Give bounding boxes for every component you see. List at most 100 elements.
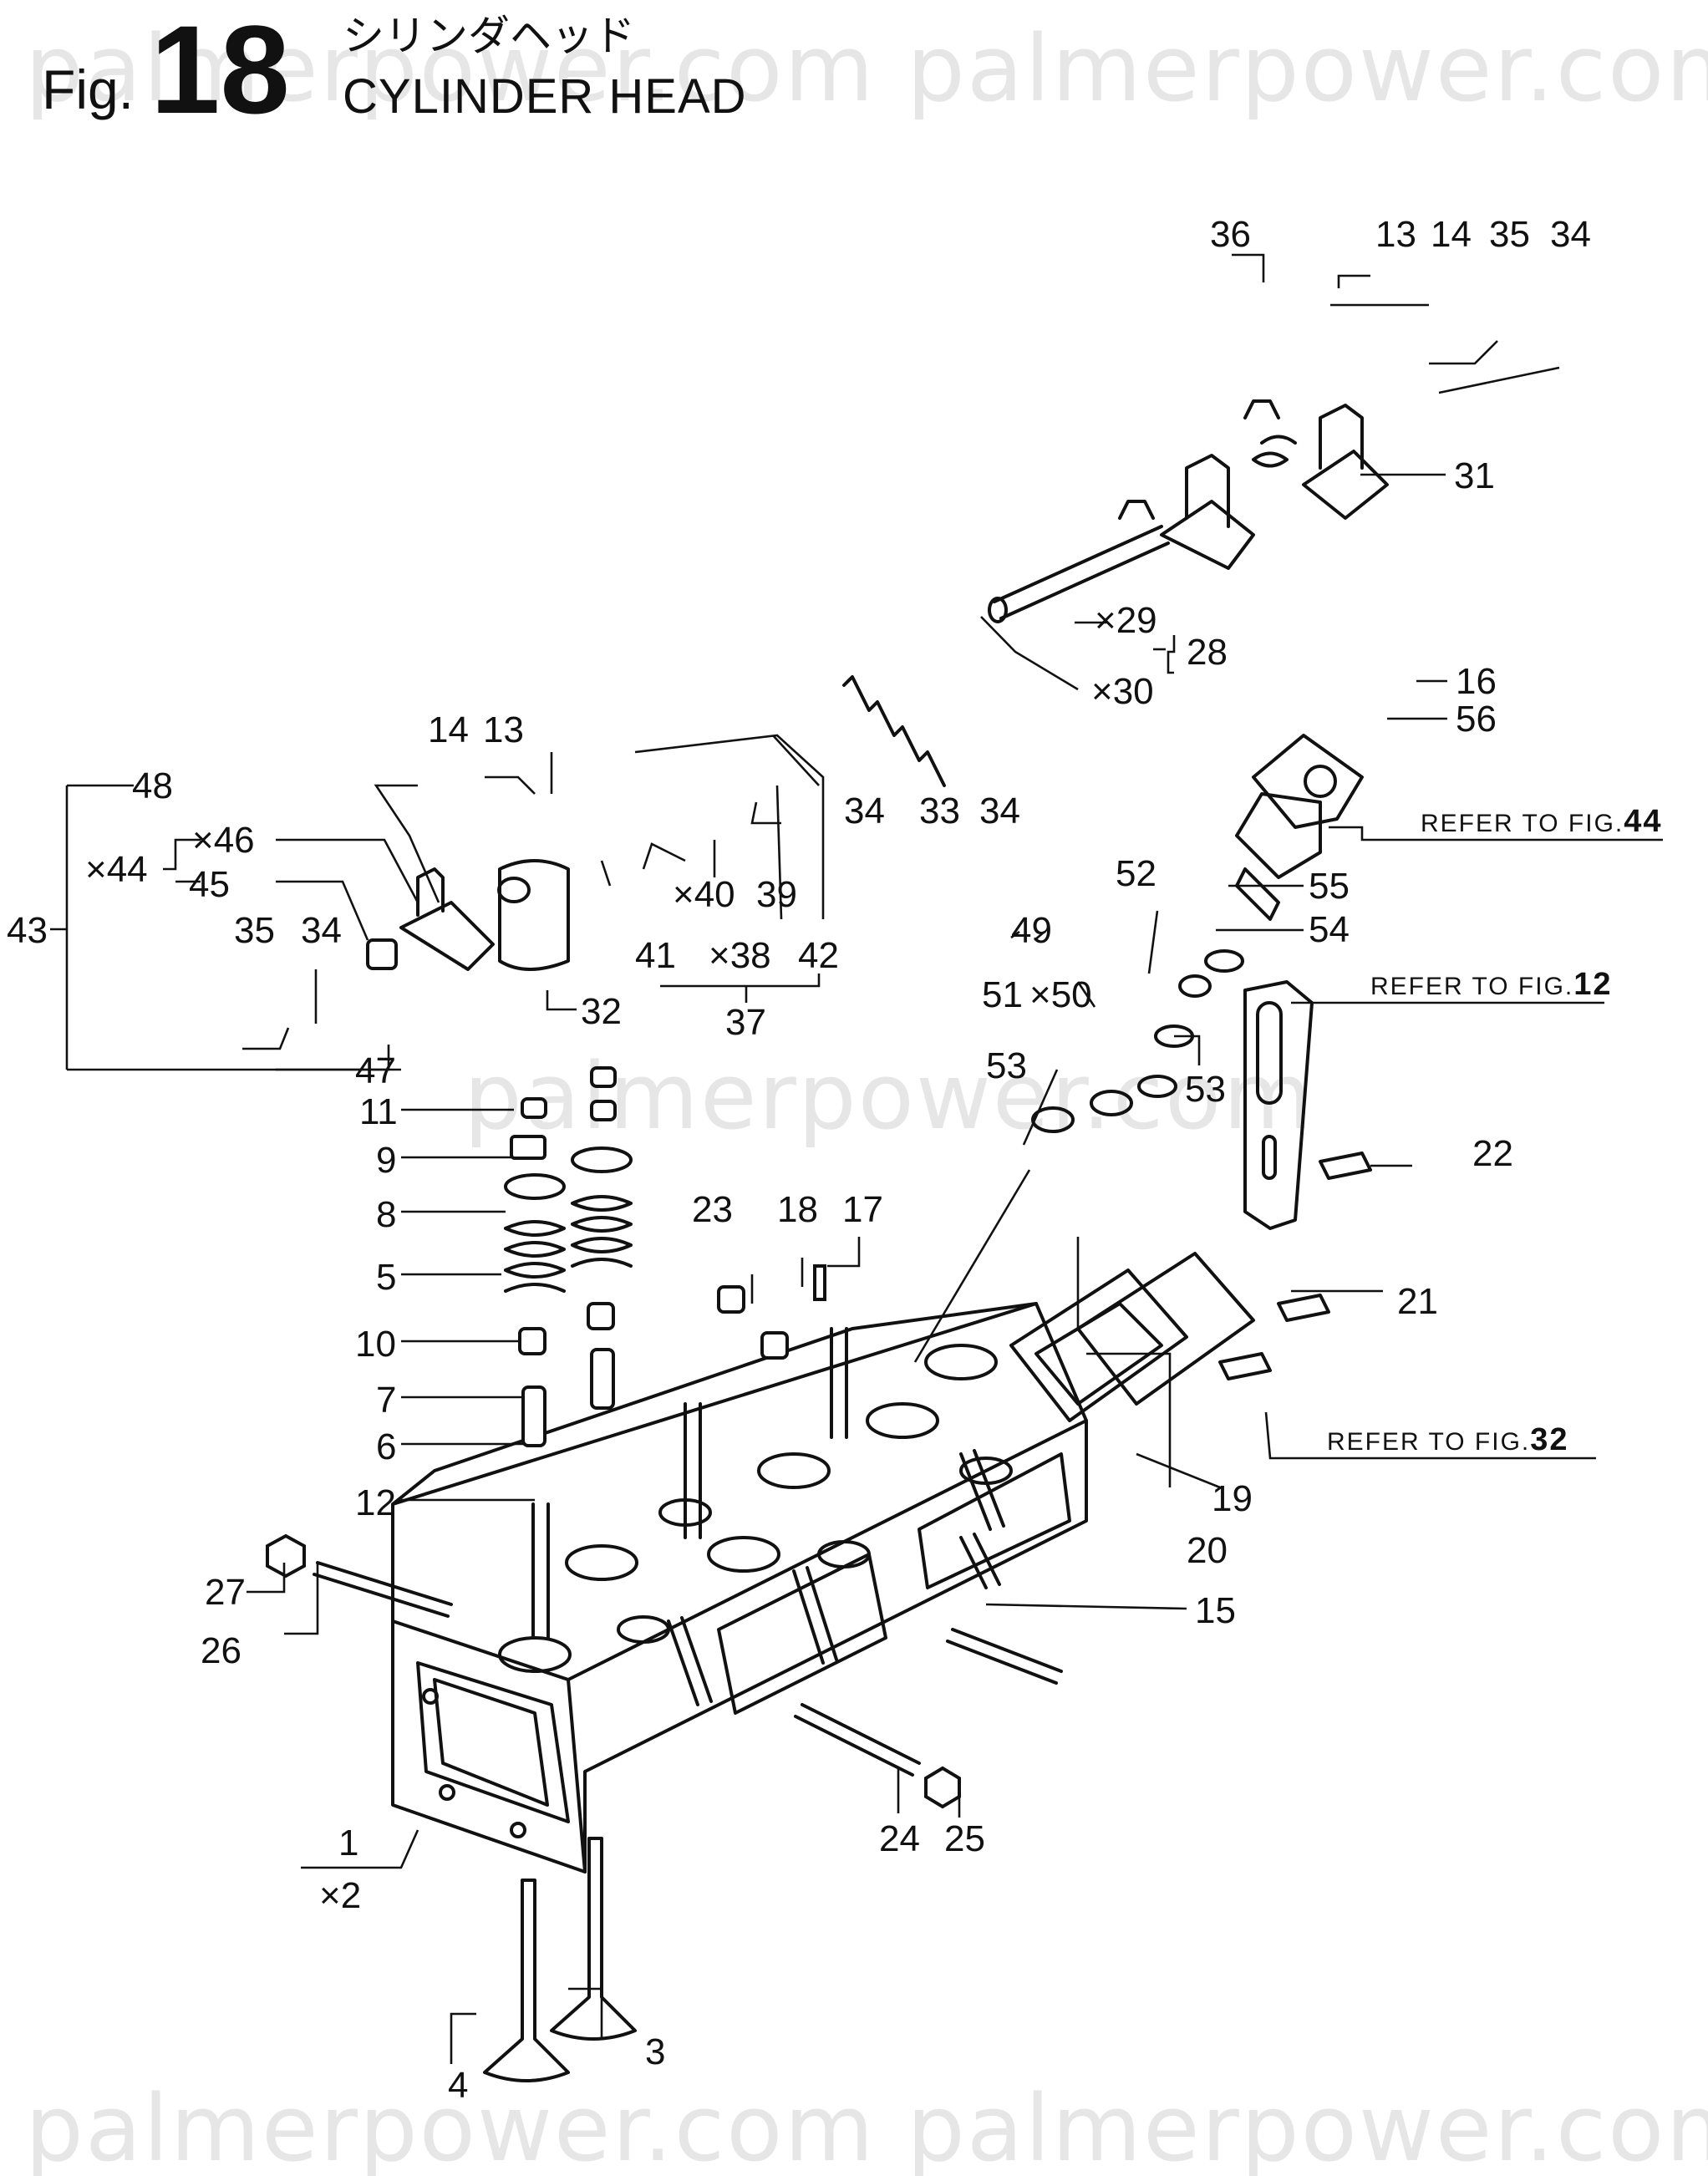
- callout-47: 47: [355, 1050, 396, 1091]
- callout-10: 10: [355, 1324, 396, 1365]
- callout-53a: 53: [986, 1045, 1027, 1086]
- watermark-top-right: palmerpower.com: [907, 15, 1708, 122]
- callout-35a: 35: [1489, 214, 1530, 255]
- refer-fig32-label: REFER TO FIG.: [1327, 1428, 1530, 1456]
- figure-title-jp: シリンダヘッド: [343, 12, 635, 60]
- callout-23: 23: [692, 1189, 733, 1230]
- callout-42: 42: [798, 935, 839, 976]
- callout-18: 18: [777, 1189, 818, 1230]
- callout-2: ×2: [319, 1875, 361, 1916]
- callout-56: 56: [1456, 699, 1497, 740]
- callout-35b: 35: [234, 910, 275, 951]
- callout-31: 31: [1454, 455, 1495, 496]
- watermark-bottom-left: palmerpower.com: [25, 2075, 876, 2176]
- callout-24: 24: [879, 1818, 920, 1859]
- callout-26: 26: [201, 1630, 241, 1671]
- callout-46: ×46: [192, 820, 255, 861]
- callout-1: 1: [338, 1823, 358, 1863]
- callout-5: 5: [376, 1257, 396, 1298]
- callouts: 36 13 14 35 34 31 ×29 28 ×30 16 56 34 33…: [7, 214, 1591, 2106]
- callout-6: 6: [376, 1426, 396, 1467]
- figure-number: 18: [150, 0, 290, 140]
- callout-40: ×40: [673, 874, 735, 915]
- cylinder-head-body: [391, 1302, 1088, 1873]
- callout-41: 41: [635, 935, 676, 976]
- callout-29: ×29: [1095, 600, 1157, 641]
- callout-34b: 34: [844, 791, 885, 831]
- watermarks: palmerpower.com palmerpower.com palmerpo…: [25, 15, 1708, 2176]
- callout-50: ×50: [1029, 974, 1092, 1015]
- callout-38: ×38: [709, 935, 771, 976]
- refer-fig44-num: 44: [1624, 804, 1662, 839]
- refer-fig32: REFER TO FIG.32: [1327, 1422, 1569, 1457]
- callout-17: 17: [842, 1189, 883, 1230]
- callout-13b: 13: [483, 709, 524, 750]
- long-stud-24: [794, 1628, 1063, 1809]
- callout-15: 15: [1195, 1590, 1236, 1631]
- callout-4: 4: [448, 2065, 468, 2106]
- callout-9: 9: [376, 1140, 396, 1181]
- callout-3: 3: [645, 2031, 665, 2072]
- callout-45: 45: [189, 864, 230, 905]
- callout-7: 7: [376, 1380, 396, 1421]
- callout-51: 51: [982, 974, 1023, 1015]
- injector-assembly: [1031, 734, 1364, 1133]
- callout-54: 54: [1309, 909, 1350, 950]
- callout-21: 21: [1397, 1281, 1438, 1322]
- callout-34a: 34: [1550, 214, 1591, 255]
- callout-19: 19: [1212, 1478, 1253, 1519]
- callout-34c: 34: [979, 791, 1020, 831]
- figure-title: Fig. 18 シリンダヘッド CYLINDER HEAD: [42, 0, 747, 140]
- callout-53b: 53: [1185, 1069, 1226, 1110]
- refer-fig12-label: REFER TO FIG.: [1370, 973, 1573, 1000]
- callout-12: 12: [355, 1482, 396, 1523]
- small-parts: [717, 1264, 826, 1360]
- callout-32: 32: [581, 991, 622, 1032]
- callout-27: 27: [205, 1572, 246, 1613]
- callout-52: 52: [1116, 853, 1156, 894]
- leader-lines: [50, 253, 1663, 2064]
- callout-34d: 34: [301, 910, 342, 951]
- callout-55: 55: [1309, 866, 1350, 907]
- valve-spring-stacks: [504, 1066, 633, 1447]
- callout-49: 49: [1011, 910, 1052, 951]
- callout-11: 11: [359, 1091, 398, 1132]
- callout-44: ×44: [85, 849, 148, 890]
- rocker-shaft-assembly: [988, 399, 1389, 623]
- reference-notes: REFER TO FIG.44 REFER TO FIG.12 REFER TO…: [1327, 804, 1663, 1457]
- callout-14b: 14: [428, 709, 469, 750]
- callout-37: 37: [725, 1002, 766, 1043]
- callout-48: 48: [132, 765, 173, 806]
- callout-20: 20: [1187, 1530, 1228, 1571]
- watermark-bottom-right: palmerpower.com: [907, 2075, 1708, 2176]
- bracket-part-22: [1218, 980, 1372, 1380]
- refer-fig12: REFER TO FIG.12: [1370, 967, 1613, 1002]
- callout-28: 28: [1187, 632, 1228, 673]
- spring-33: [842, 675, 946, 787]
- callout-36: 36: [1210, 214, 1251, 255]
- refer-fig12-num: 12: [1573, 967, 1612, 1002]
- callout-39: 39: [756, 874, 797, 915]
- callout-30: ×30: [1091, 671, 1154, 712]
- head-studs: [531, 1327, 1005, 1706]
- callout-33: 33: [919, 791, 960, 831]
- manifold-gaskets: [1009, 1252, 1255, 1422]
- rocker-bracket-32: [366, 859, 570, 971]
- refer-fig44: REFER TO FIG.44: [1421, 804, 1663, 839]
- callout-43: 43: [7, 910, 48, 951]
- long-stud-26: [266, 1533, 453, 1618]
- watermark-top-left: palmerpower.com: [25, 15, 876, 122]
- callout-13a: 13: [1375, 214, 1416, 255]
- refer-fig32-num: 32: [1530, 1422, 1568, 1457]
- callout-16: 16: [1456, 661, 1497, 702]
- watermark-middle: palmerpower.com: [464, 1043, 1314, 1150]
- refer-fig44-label: REFER TO FIG.: [1421, 810, 1624, 837]
- figure-prefix: Fig.: [42, 58, 134, 120]
- callout-25: 25: [944, 1818, 985, 1859]
- callout-14a: 14: [1431, 214, 1472, 255]
- callout-8: 8: [376, 1194, 396, 1235]
- callout-22: 22: [1472, 1133, 1513, 1174]
- figure-title-en: CYLINDER HEAD: [343, 69, 747, 124]
- valves: [483, 1837, 637, 2082]
